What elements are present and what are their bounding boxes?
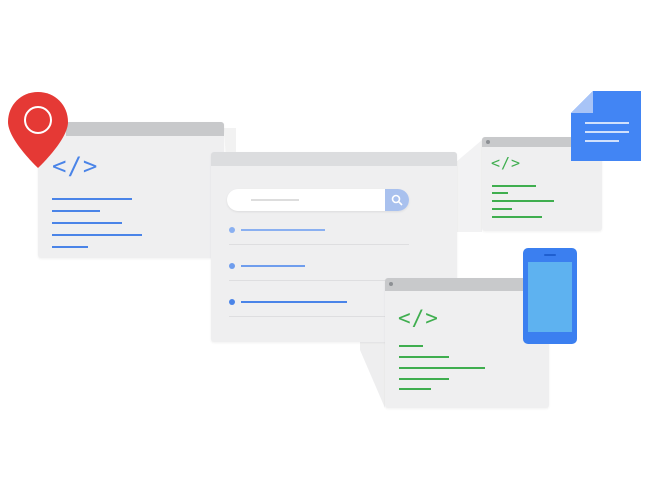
- code-line: [492, 216, 542, 218]
- code-line: [52, 198, 132, 200]
- code-line: [399, 388, 431, 390]
- result-line: [241, 265, 305, 267]
- result-bullet: [229, 299, 235, 305]
- result-line: [241, 229, 325, 231]
- search-icon: [391, 194, 403, 206]
- code-line: [52, 210, 100, 212]
- code-line: [52, 234, 142, 236]
- code-line: [399, 378, 449, 380]
- map-pin-icon: [8, 92, 68, 168]
- search-box[interactable]: [227, 189, 409, 211]
- phone-speaker: [544, 254, 556, 256]
- code-window-left: </>: [38, 122, 224, 258]
- window-dot: [486, 140, 490, 144]
- window-titlebar: [385, 278, 549, 291]
- result-line: [241, 301, 347, 303]
- code-line: [399, 367, 485, 369]
- code-tag: </>: [398, 306, 439, 330]
- code-tag: </>: [52, 152, 99, 180]
- window-dot: [389, 282, 393, 286]
- result-divider: [229, 280, 409, 281]
- search-result-row[interactable]: [229, 296, 429, 317]
- code-window-bottom-right: </>: [385, 278, 549, 408]
- code-tag: </>: [491, 154, 522, 172]
- code-line: [492, 200, 554, 202]
- code-line: [492, 208, 512, 210]
- window-titlebar: [482, 137, 602, 147]
- window-titlebar: [66, 122, 224, 136]
- smartphone-icon: [523, 248, 577, 344]
- search-placeholder-line: [251, 199, 299, 201]
- result-bullet: [229, 227, 235, 233]
- code-line: [492, 192, 508, 194]
- search-result-row[interactable]: [229, 260, 429, 281]
- code-line: [399, 345, 423, 347]
- result-divider: [229, 316, 409, 317]
- window-titlebar: [211, 152, 457, 166]
- result-divider: [229, 244, 409, 245]
- document-icon: [571, 91, 641, 161]
- code-line: [52, 222, 122, 224]
- code-line: [52, 246, 88, 248]
- phone-screen: [528, 262, 572, 332]
- search-button[interactable]: [385, 189, 409, 211]
- result-bullet: [229, 263, 235, 269]
- code-line: [492, 185, 536, 187]
- search-result-row[interactable]: [229, 224, 429, 245]
- code-line: [399, 356, 449, 358]
